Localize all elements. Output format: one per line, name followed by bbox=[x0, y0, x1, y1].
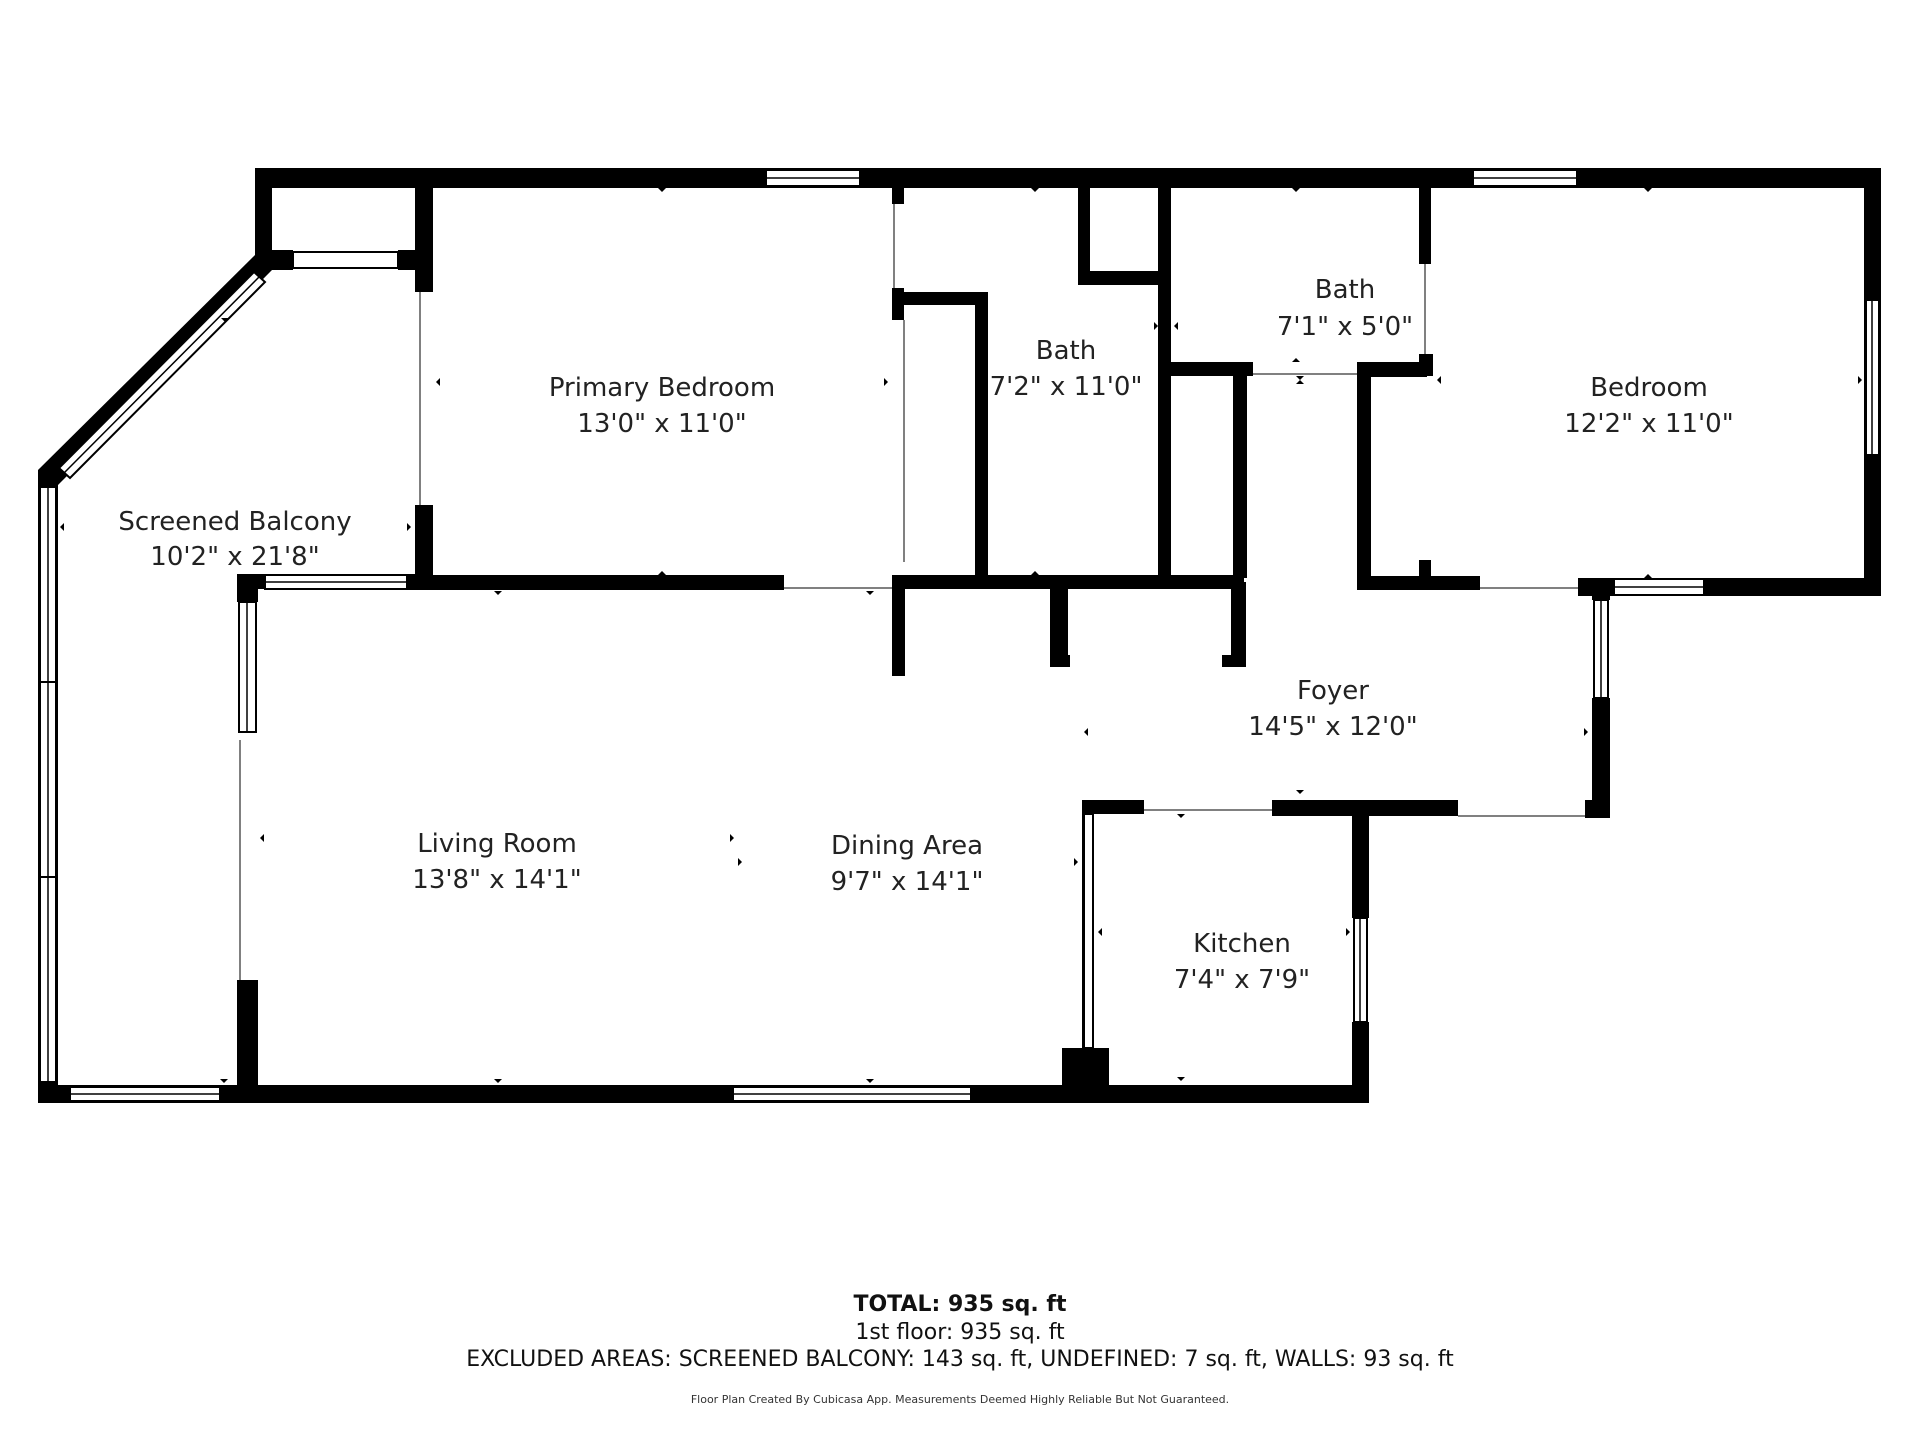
wall-kitchen-right-lower bbox=[1352, 1022, 1369, 1103]
label-screened-balcony-dims: 10'2" x 21'8" bbox=[150, 542, 319, 572]
excluded-areas: EXCLUDED AREAS: SCREENED BALCONY: 143 sq… bbox=[466, 1347, 1454, 1372]
wall-balcony-top-left bbox=[255, 168, 272, 260]
wall-linen-bottom-left bbox=[1050, 655, 1070, 667]
wall-closet-right bbox=[1357, 364, 1371, 588]
label-bedroom-dims: 12'2" x 11'0" bbox=[1564, 409, 1733, 439]
wall-kitchen-right-upper bbox=[1352, 810, 1369, 918]
label-primary-bedroom-dims: 13'0" x 11'0" bbox=[577, 409, 746, 439]
wall-hall-left bbox=[892, 580, 905, 676]
label-foyer-dims: 14'5" x 12'0" bbox=[1248, 712, 1417, 742]
wall-bath1-inner-vert bbox=[975, 292, 988, 582]
label-kitchen-name: Kitchen bbox=[1193, 929, 1291, 959]
wall-primary-right-top bbox=[892, 182, 904, 204]
wall-foyer-right-lower bbox=[1592, 698, 1610, 818]
wall-linen-left bbox=[1050, 582, 1068, 667]
label-living-room-dims: 13'8" x 14'1" bbox=[412, 865, 581, 895]
label-kitchen-dims: 7'4" x 7'9" bbox=[1174, 965, 1310, 995]
wall-closet-bottom bbox=[1357, 576, 1480, 590]
dimension-markers bbox=[60, 188, 1862, 1083]
wall-kitchen-top-right bbox=[1272, 800, 1458, 816]
wall-bath1-closet-horiz bbox=[1078, 271, 1164, 285]
wall-foyer-right-upper bbox=[1592, 578, 1610, 600]
wall-primary-left-upper bbox=[415, 182, 433, 292]
wall-top bbox=[255, 168, 1881, 188]
label-bath-2-name: Bath bbox=[1315, 275, 1375, 305]
wall-bath2-bottom bbox=[1171, 362, 1253, 376]
label-bath-1-name: Bath bbox=[1036, 336, 1096, 366]
wall-bedroom-left-upper bbox=[1419, 182, 1431, 264]
label-dining-area-dims: 9'7" x 14'1" bbox=[831, 867, 984, 897]
wall-kitchen-top-left bbox=[1082, 800, 1144, 814]
wall-bath2-bottom-right bbox=[1357, 362, 1427, 376]
wall-bath1-stub bbox=[892, 288, 904, 320]
label-primary-bedroom-name: Primary Bedroom bbox=[549, 373, 775, 403]
wall-kitchen-pillar bbox=[1062, 1048, 1109, 1103]
label-screened-balcony-name: Screened Balcony bbox=[118, 507, 351, 537]
wall-living-left-bottom bbox=[237, 980, 258, 1090]
floor-area: 1st floor: 935 sq. ft bbox=[855, 1320, 1065, 1345]
label-foyer-name: Foyer bbox=[1297, 676, 1369, 706]
wall-linen-bottom-right bbox=[1222, 655, 1246, 667]
label-dining-area-name: Dining Area bbox=[831, 831, 983, 861]
room-labels: Primary Bedroom 13'0" x 11'0" Bath 7'2" … bbox=[118, 275, 1733, 995]
wall-bath2-left bbox=[1158, 182, 1171, 578]
wall-bath1-closet-vert bbox=[1078, 188, 1090, 276]
wall-primary-left-lower bbox=[415, 505, 433, 589]
windows bbox=[39, 169, 1880, 1102]
label-bedroom-name: Bedroom bbox=[1590, 373, 1708, 403]
window-balcony-nook bbox=[292, 251, 399, 269]
wall-primary-bottom bbox=[408, 575, 784, 590]
wall-hall-closet bbox=[1233, 372, 1247, 578]
wall-bath1-inner-horiz bbox=[892, 292, 988, 305]
label-bath-1-dims: 7'2" x 11'0" bbox=[990, 372, 1143, 402]
openings bbox=[239, 204, 1592, 980]
label-bath-2-dims: 7'1" x 5'0" bbox=[1277, 312, 1413, 342]
wall-linen-right bbox=[1231, 582, 1246, 667]
total-area: TOTAL: 935 sq. ft bbox=[853, 1292, 1067, 1317]
wall-bottom bbox=[38, 1085, 1369, 1103]
credit-note: Floor Plan Created By Cubicasa App. Meas… bbox=[690, 1393, 1230, 1406]
wall-balcony-nook-right bbox=[398, 250, 433, 270]
window-kitchen-left bbox=[1083, 813, 1094, 1049]
label-living-room-name: Living Room bbox=[417, 829, 577, 859]
wall-foyer-bottom-corner bbox=[1585, 800, 1610, 818]
